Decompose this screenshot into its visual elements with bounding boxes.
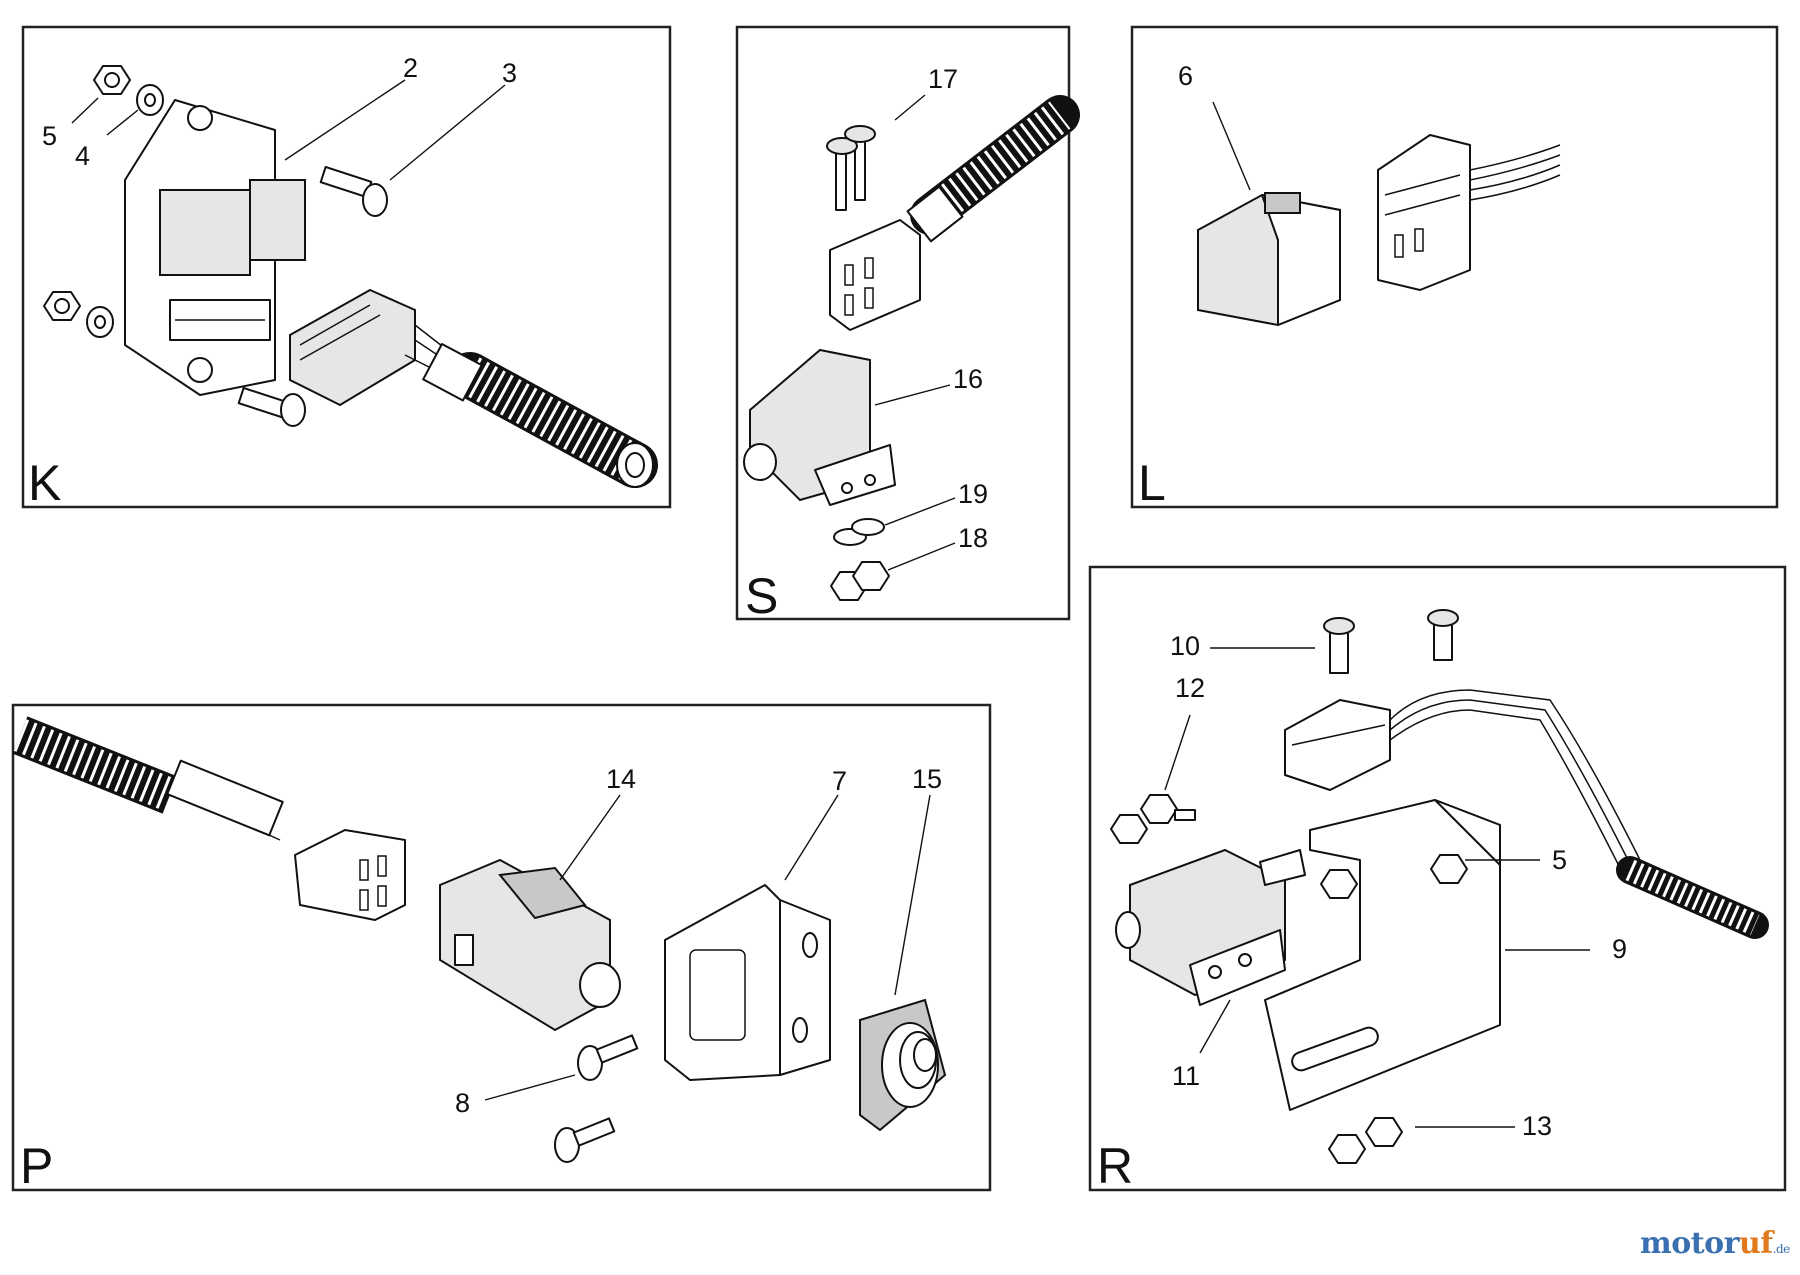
nut-part-5 — [93, 65, 131, 95]
screws-part-8 — [554, 1034, 639, 1163]
screws-part-12 — [1110, 794, 1196, 844]
callout-11: 11 — [1172, 1061, 1200, 1091]
callout-18: 18 — [958, 523, 988, 553]
switch-part-14 — [439, 858, 621, 1032]
panel-l: 6 L — [1130, 25, 1779, 511]
callout-9: 9 — [1612, 934, 1627, 964]
callout-6: 6 — [1178, 61, 1193, 91]
panel-r: 10 12 5 9 11 13 R — [1088, 565, 1787, 1194]
connector-plug — [289, 288, 461, 407]
switch-part-16 — [743, 348, 896, 506]
callout-12: 12 — [1175, 673, 1205, 703]
relay-part-6 — [1197, 192, 1341, 327]
callout-10: 10 — [1170, 631, 1200, 661]
washer-part-19 — [833, 518, 885, 546]
callout-15: 15 — [912, 764, 942, 794]
callout-7: 7 — [832, 766, 847, 796]
screws-part-17 — [826, 125, 876, 211]
corrugated-loom — [422, 343, 658, 488]
bolt-part-3 — [319, 165, 388, 217]
callout-2: 2 — [403, 53, 418, 83]
watermark-logo: motoruf.de — [1640, 1226, 1790, 1261]
nuts-part-18 — [830, 561, 890, 601]
relay-part-2 — [124, 99, 306, 396]
callout-17: 17 — [928, 64, 958, 94]
callout-5-r: 5 — [1552, 845, 1567, 875]
washer-part-4 — [136, 84, 164, 116]
connector-socket-l — [1377, 134, 1561, 291]
callout-13: 13 — [1522, 1111, 1552, 1141]
callout-5: 5 — [42, 121, 57, 151]
panel-label-r: R — [1097, 1138, 1133, 1194]
bracket-part-7 — [664, 884, 831, 1081]
nut-part-5-r — [1320, 854, 1468, 899]
panel-p: 14 7 15 8 P — [11, 703, 992, 1194]
callout-19: 19 — [958, 479, 988, 509]
callout-4: 4 — [75, 141, 90, 171]
panel-label-p: P — [20, 1138, 53, 1194]
panel-label-k: K — [28, 455, 61, 511]
callout-16: 16 — [953, 364, 983, 394]
callout-14: 14 — [606, 764, 636, 794]
screws-part-10 — [1323, 609, 1459, 674]
boot-part-15 — [859, 998, 947, 1132]
connector-socket — [829, 219, 921, 331]
connector-plug-p — [294, 829, 406, 921]
nuts-part-13 — [1328, 1117, 1403, 1164]
panel-k: 2 3 4 5 K — [21, 25, 672, 511]
callout-8: 8 — [455, 1088, 470, 1118]
panel-s: 17 16 19 18 S — [735, 25, 1080, 624]
connector-plug-r — [1284, 689, 1769, 939]
panel-label-l: L — [1138, 455, 1166, 511]
panel-label-s: S — [745, 568, 778, 624]
callout-3: 3 — [502, 58, 517, 88]
switch-part-11 — [1115, 848, 1306, 1006]
